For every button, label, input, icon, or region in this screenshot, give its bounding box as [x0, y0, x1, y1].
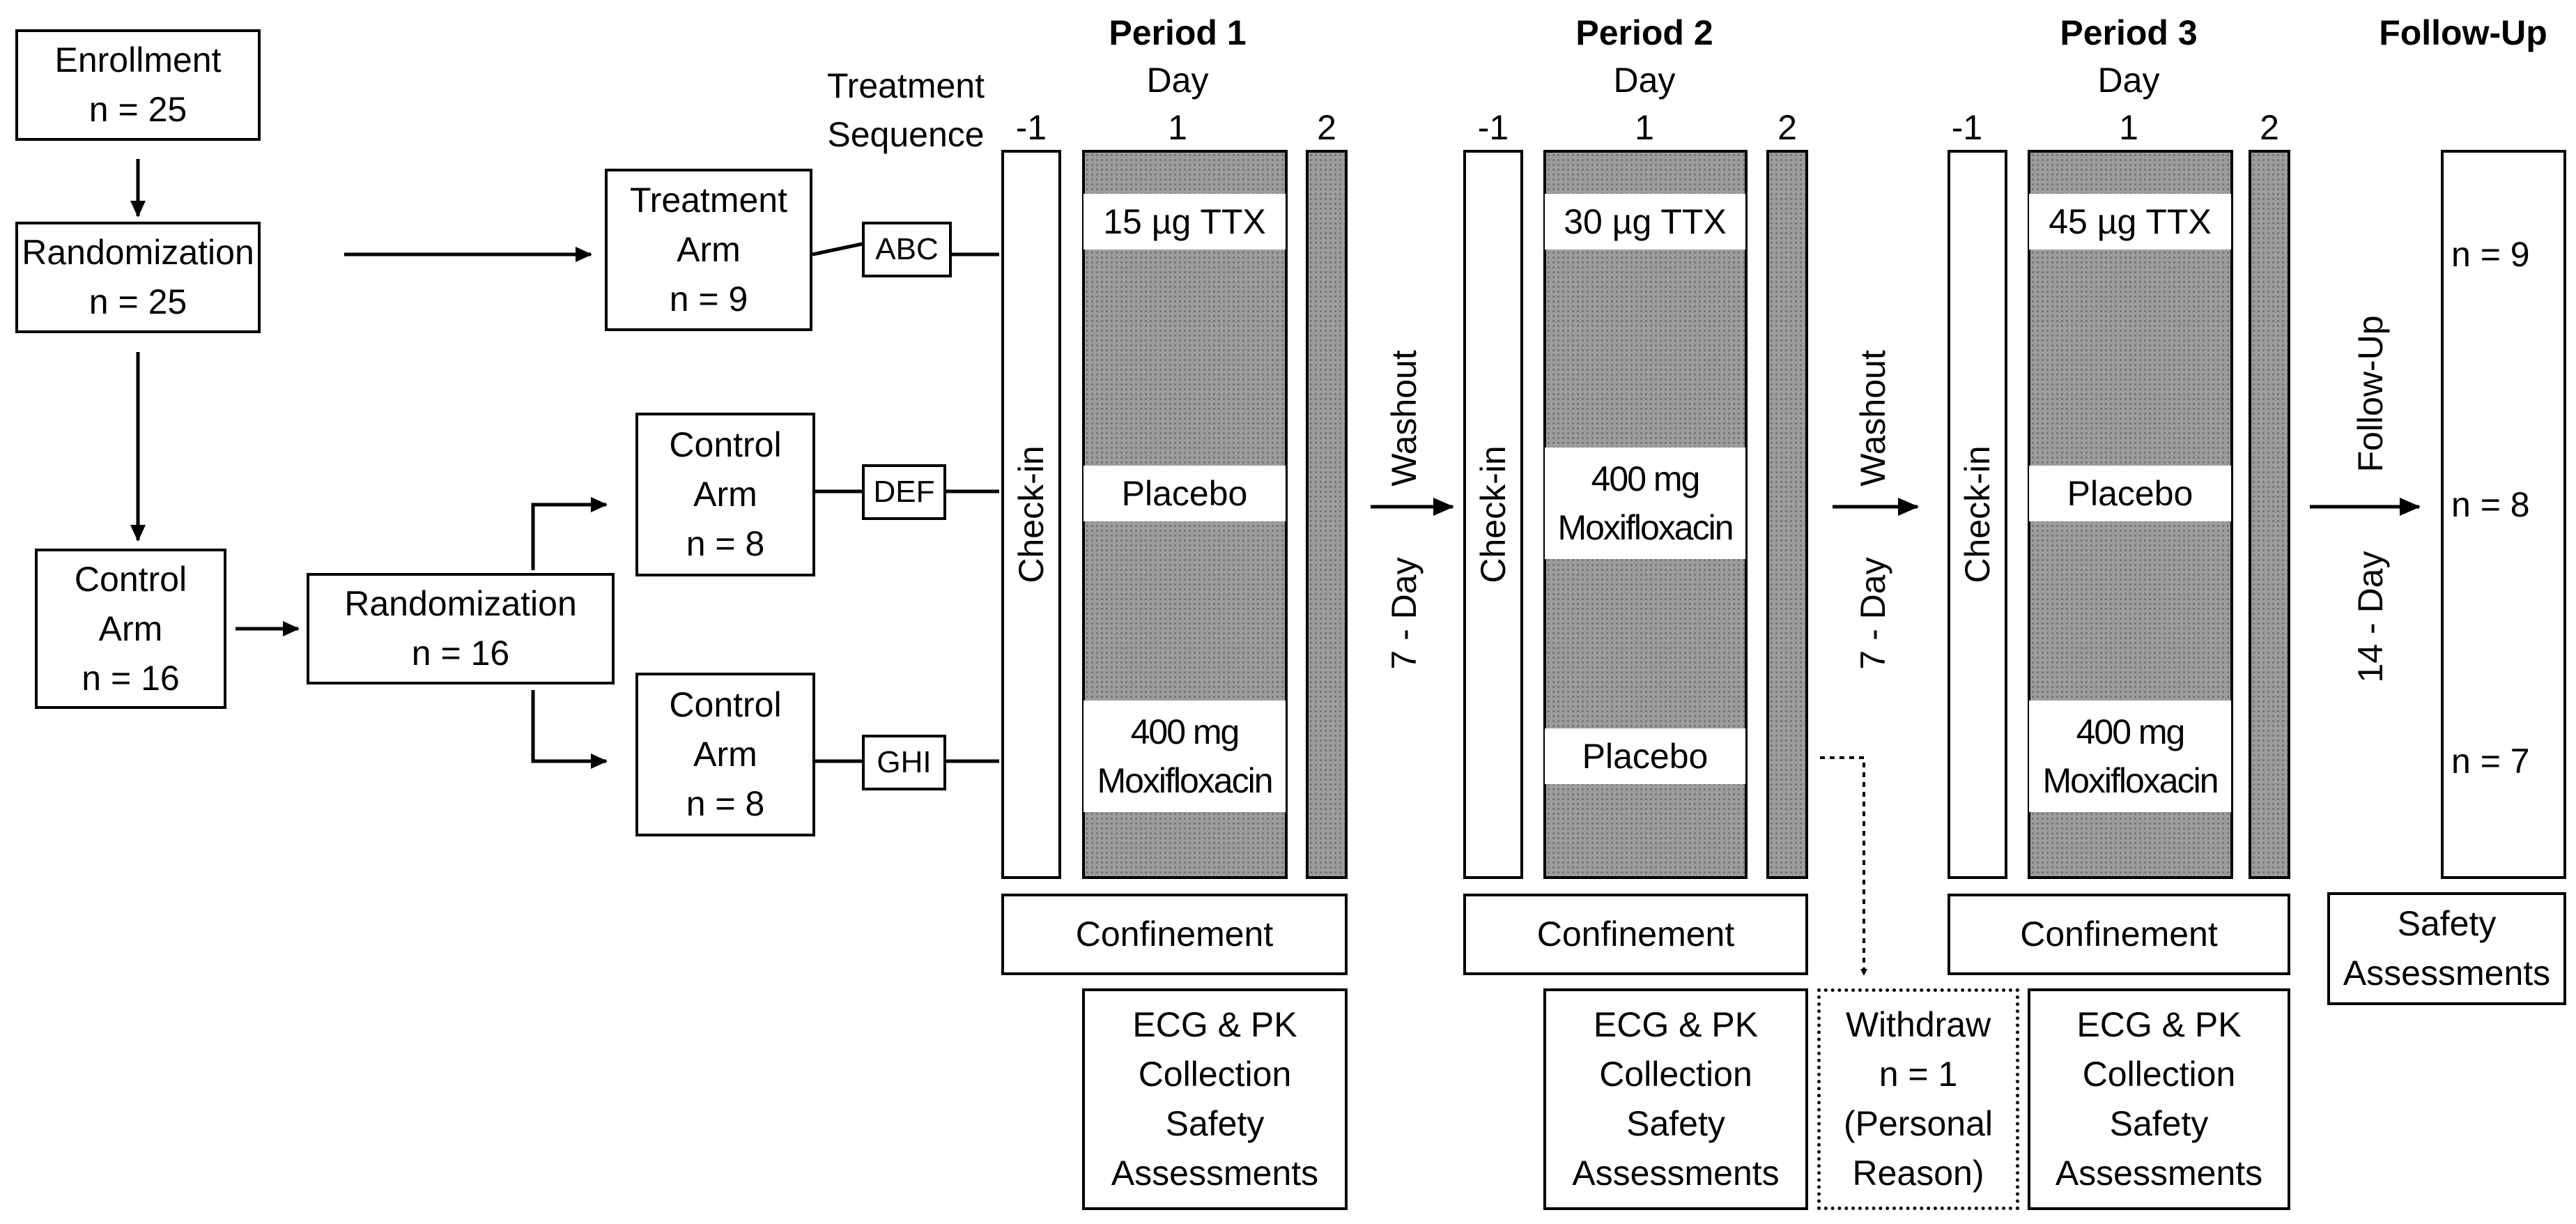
period-3-confinement: Confinement — [1948, 894, 2290, 975]
period-2-dose-abc: 30 µg TTX — [1545, 194, 1745, 250]
sequence-ghi: GHI — [862, 735, 946, 790]
period-2-dose-def: 400 mg Moxifloxacin — [1545, 447, 1745, 559]
randomization-16-box: Randomization n = 16 — [307, 573, 615, 684]
period-1-dose-def: Placebo — [1083, 466, 1286, 521]
period-2-ecg-pk-box: ECG & PK Collection Safety Assessments — [1543, 988, 1808, 1210]
period-2-day-2-block — [1766, 150, 1808, 879]
period-3-day-minus1: -1 — [1951, 108, 1983, 147]
period-3-day-label: Day — [2097, 61, 2160, 100]
period-1-confinement: Confinement — [1001, 894, 1348, 975]
period-1-day-2-block — [1306, 150, 1348, 879]
follow-up-arrow-duration: 14 - Day — [2351, 551, 2390, 683]
period-2-confinement: Confinement — [1463, 894, 1808, 975]
washout-1-duration: 7 - Day — [1385, 557, 1424, 670]
period-3-day-2: 2 — [2260, 108, 2279, 147]
period-3-ecg-pk-box: ECG & PK Collection Safety Assessments — [2028, 988, 2290, 1210]
period-1-day-2: 2 — [1317, 108, 1336, 147]
period-3-check-in-label: Check-in — [1958, 445, 1997, 583]
period-1-dose-ghi: 400 mg Moxifloxacin — [1083, 701, 1286, 812]
period-1-day-minus1: -1 — [1015, 108, 1047, 147]
follow-up-safety-box: Safety Assessments — [2327, 892, 2566, 1005]
washout-2-duration: 7 - Day — [1853, 557, 1892, 670]
period-2-check-in — [1463, 150, 1523, 879]
period-2-day-minus1: -1 — [1477, 108, 1509, 147]
follow-up-arrow-label: Follow-Up — [2351, 315, 2390, 473]
period-1-ecg-pk-box: ECG & PK Collection Safety Assessments — [1082, 988, 1348, 1210]
withdraw-dotted-arrow — [1820, 756, 1867, 976]
control-arm-2-box: Control Arm n = 8 — [635, 673, 815, 836]
period-2-day-2: 2 — [1777, 108, 1797, 147]
period-2-day-label: Day — [1613, 61, 1676, 100]
randomization-box: Randomization n = 25 — [15, 222, 261, 333]
treatment-sequence-header: Treatment Sequence — [826, 66, 985, 154]
withdraw-box: Withdraw n = 1 (Personal Reason) — [1817, 988, 2019, 1210]
period-2-day-1: 1 — [1635, 108, 1654, 147]
follow-up-count-ghi: n = 7 — [2451, 742, 2530, 781]
period-2-title: Period 2 — [1575, 13, 1713, 52]
follow-up-count-def: n = 8 — [2451, 485, 2530, 524]
arrow-randomization-to-control-arm-1 — [531, 497, 608, 570]
enrollment-box: Enrollment n = 25 — [15, 29, 261, 141]
washout-1-label: Washout — [1385, 350, 1424, 487]
arrow-randomization-to-control-arm-2 — [531, 690, 608, 769]
period-1-dose-abc: 15 µg TTX — [1083, 194, 1286, 250]
washout-2-label: Washout — [1853, 350, 1892, 487]
period-3-day-1: 1 — [2119, 108, 2138, 147]
follow-up-title: Follow-Up — [2379, 13, 2547, 52]
period-3-check-in — [1948, 150, 2007, 879]
period-1-title: Period 1 — [1109, 13, 1247, 52]
period-1-day-1: 1 — [1168, 108, 1187, 147]
line-treatment-arm-to-abc — [812, 242, 863, 257]
control-arm-1-box: Control Arm n = 8 — [635, 413, 815, 576]
control-arm-box: Control Arm n = 16 — [35, 549, 226, 709]
period-1-check-in — [1001, 150, 1061, 879]
period-2-check-in-label: Check-in — [1474, 445, 1513, 583]
sequence-def: DEF — [862, 464, 946, 520]
follow-up-count-abc: n = 9 — [2451, 235, 2530, 274]
period-3-dose-abc: 45 µg TTX — [2029, 194, 2231, 250]
period-2-dose-ghi: Placebo — [1545, 728, 1745, 784]
period-3-dose-ghi: 400 mg Moxifloxacin — [2029, 701, 2231, 812]
period-1-check-in-label: Check-in — [1012, 445, 1051, 583]
sequence-abc: ABC — [862, 222, 952, 277]
treatment-arm-box: Treatment Arm n = 9 — [605, 169, 812, 331]
period-3-title: Period 3 — [2060, 13, 2198, 52]
follow-up-box — [2441, 150, 2566, 879]
period-3-day-2-block — [2249, 150, 2290, 879]
period-3-dose-def: Placebo — [2029, 466, 2231, 521]
period-1-day-label: Day — [1146, 61, 1209, 100]
